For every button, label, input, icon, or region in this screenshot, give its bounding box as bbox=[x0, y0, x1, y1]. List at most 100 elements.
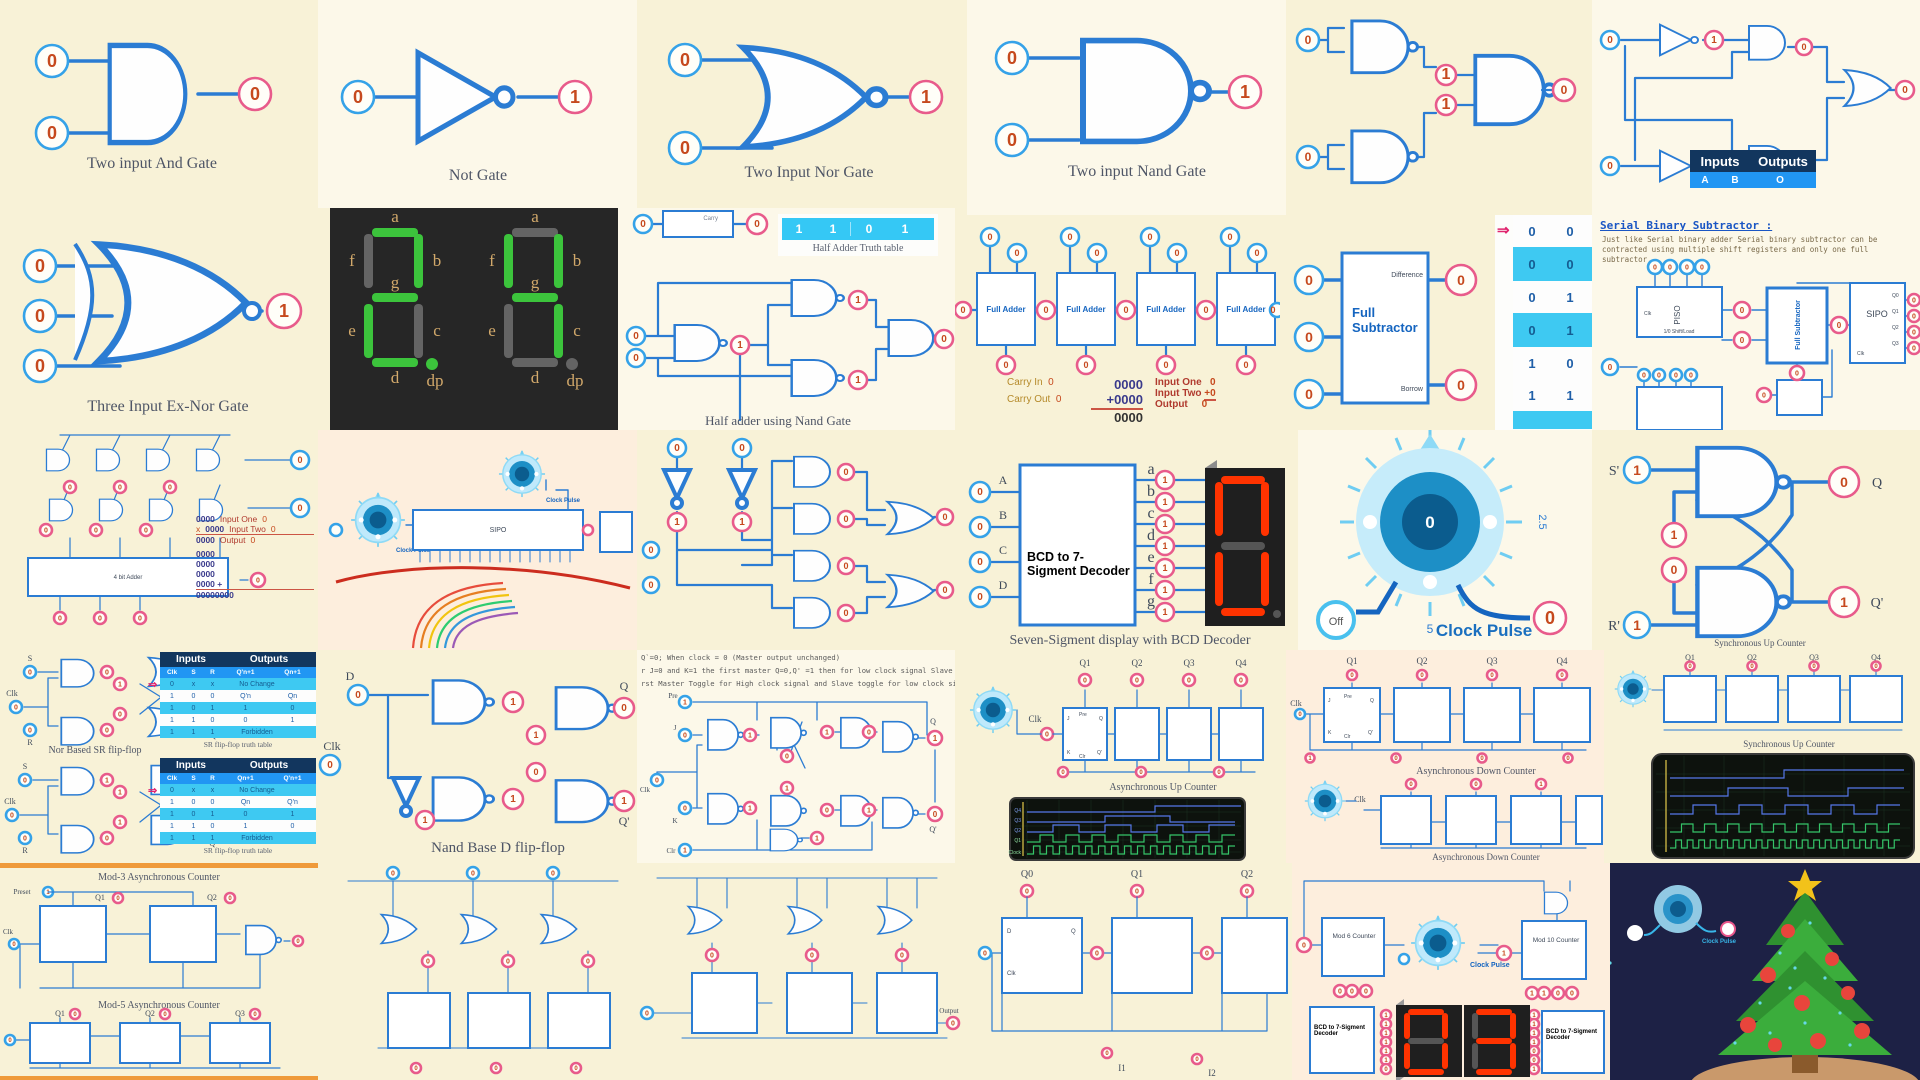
mid-pin: 1 bbox=[737, 340, 743, 351]
out-pin: 0 bbox=[138, 616, 142, 623]
row-arrow: ⇒ bbox=[148, 679, 158, 691]
input-pin: 0 bbox=[1607, 161, 1613, 172]
cross-pin: 0 bbox=[533, 767, 538, 777]
tile-ripple-adder[interactable]: Full Adder Full Adder Full Adder Full Ad… bbox=[955, 215, 1280, 430]
in-label: A bbox=[999, 473, 1008, 487]
in-label: C bbox=[999, 543, 1007, 557]
carry-in-label: Carry In bbox=[1007, 377, 1043, 388]
svg-text:0: 0 bbox=[1227, 232, 1232, 242]
tile-bcd-counter-display[interactable]: 0 Clock Pulse 1 0 0 0 1 1 0 0 1 1 1 1 1 … bbox=[1292, 863, 1610, 1080]
clock-knob[interactable]: Clock Pulse bbox=[1643, 885, 1737, 945]
tile-sr-latch[interactable]: S' R' 1 1 1 0 0 1 Q Q' Synchronous Up Co… bbox=[1592, 430, 1920, 650]
mid-pin: 0 bbox=[1762, 393, 1766, 400]
caption: Half adder using Nand Gate bbox=[705, 413, 851, 428]
tile-counter-circuit-b[interactable]: 0 0 0 0 0 Output bbox=[637, 863, 967, 1080]
oscilloscope bbox=[1009, 797, 1246, 861]
off-label: Off bbox=[1329, 616, 1344, 628]
svg-text:Pre: Pre bbox=[1079, 712, 1087, 718]
svg-text:1: 1 bbox=[1384, 1049, 1388, 1055]
pin bbox=[328, 522, 344, 538]
top-input-pins: 0 0 0 0 0 0 0 0 bbox=[979, 226, 1268, 264]
tile-full-subtractor[interactable]: Difference Borrow 0 0 0 0 0 Full Subtrac… bbox=[1280, 215, 1495, 430]
seg-label-c: c bbox=[573, 321, 581, 340]
q-pin: 0 bbox=[1750, 664, 1754, 670]
d-pin: 0 bbox=[355, 690, 361, 701]
tile-half-adder-nand[interactable]: Carry 0 0 0 0 1 1 1 0 Half adder using N… bbox=[618, 208, 955, 430]
tile-counter-circuit-a[interactable]: 0 0 0 0 0 0 0 0 0 bbox=[318, 863, 637, 1080]
sr-latch-diagram: S' R' 1 1 1 0 0 1 Q Q' Synchronous Up Co… bbox=[1608, 430, 1883, 648]
svg-text:0: 0 bbox=[1338, 989, 1342, 996]
q-pin: 0 bbox=[621, 703, 627, 714]
table-caption: SR flip-flop truth table bbox=[203, 740, 273, 749]
tile-serial-subtractor[interactable]: Serial Binary Subtractor : Just like Ser… bbox=[1592, 215, 1920, 430]
and-out-pin: 0 bbox=[843, 608, 848, 618]
svg-text:0: 0 bbox=[1243, 360, 1248, 370]
q-label: Q1 bbox=[1347, 656, 1358, 666]
output-pin: 0 bbox=[1902, 85, 1908, 96]
tile-nand-network[interactable]: 0 0 1 1 0 bbox=[1286, 0, 1592, 215]
pin: 0 bbox=[426, 959, 430, 966]
input-pin: 0 bbox=[640, 219, 646, 230]
tile-nor-gate[interactable]: 0 0 1 Two Input Nor Gate bbox=[637, 0, 967, 215]
q-pin: 0 bbox=[73, 1012, 77, 1018]
tile-xor-network[interactable]: 0 0 1 1 0 0 0 Inputs Outputs A B O bbox=[1592, 0, 1920, 215]
q-label: Q1 bbox=[55, 1009, 65, 1018]
tile-decoder[interactable]: 0 0 1 1 0 0 0 0 0 0 0 0 bbox=[637, 430, 955, 650]
ms-text-line: Q`=0; When clock = 0 (Master output unch… bbox=[641, 653, 841, 662]
tile-sr-flipflops[interactable]: S Clk R 0 0 0 0 1 0 0 0 1 Q' Q Nor Based… bbox=[0, 650, 318, 863]
tile-bcd-7seg[interactable]: A B C D 0 0 0 0 a b c d e f g 1 1 1 1 1 … bbox=[955, 430, 1298, 650]
clock-knob[interactable] bbox=[1304, 780, 1346, 822]
q-pin: 0 bbox=[253, 1012, 257, 1018]
svg-text:1: 1 bbox=[1532, 1022, 1536, 1028]
seg-pin: 1 bbox=[1162, 563, 1167, 573]
clock-knob[interactable] bbox=[498, 450, 546, 498]
tile-multiplier[interactable]: 0 0 0 0 0 0 0 0 4 bit Adder 0 0 0 0 0000… bbox=[0, 430, 318, 650]
q-pin: 0 bbox=[1474, 782, 1478, 788]
q-label: Q2 bbox=[1132, 658, 1143, 668]
tile-sync-up-counter[interactable]: Q1 Q2 Q3 Q4 0 0 0 0 Synchronous Up Count… bbox=[1604, 650, 1920, 863]
off-badge[interactable] bbox=[1316, 600, 1356, 640]
tile-nand-gate[interactable]: 0 0 1 Two input Nand Gate bbox=[967, 0, 1286, 215]
clock-knob[interactable] bbox=[350, 492, 406, 548]
svg-text:0: 0 bbox=[1083, 360, 1088, 370]
tile-and-gate[interactable]: 0 0 0 Two input And Gate bbox=[0, 0, 318, 208]
svg-text:0: 0 bbox=[1364, 989, 1368, 996]
tile-led-shift-register[interactable]: Clock Pulse Clock Pulse SIPO bbox=[318, 430, 637, 650]
tile-master-slave[interactable]: Q`=0; When clock = 0 (Master output unch… bbox=[637, 650, 955, 863]
tile-seven-segment-display[interactable]: a f b g e c d dp a f b g e c d dp bbox=[330, 208, 618, 430]
pin: 0 bbox=[1566, 756, 1570, 762]
q-label: Q4 bbox=[1236, 658, 1247, 668]
digit-2: a f b g e c d dp bbox=[488, 208, 583, 390]
pin: 0 bbox=[983, 951, 987, 958]
pin bbox=[581, 523, 595, 537]
output-pin: 1 bbox=[921, 87, 931, 107]
hdr: Outputs bbox=[249, 654, 289, 665]
mid-pin: 0 bbox=[867, 730, 871, 737]
clock-knob[interactable] bbox=[969, 686, 1017, 734]
input-pin: 0 bbox=[35, 306, 45, 326]
tile-clock-pulse[interactable]: 0 2.5 5 Off Clock Pulse 0 bbox=[1298, 430, 1592, 650]
tile-exnor-gate[interactable]: 0 0 0 1 Three Input Ex-Nor Gate bbox=[0, 208, 330, 430]
clock-knob[interactable] bbox=[1410, 915, 1466, 971]
tile-mod-counters[interactable]: Mod-3 Asynchronous Counter Preset 1 Q1 Q… bbox=[0, 863, 318, 1080]
digit-1: a f b g e c d dp bbox=[348, 208, 443, 390]
s-label: S bbox=[23, 762, 27, 771]
lights bbox=[1610, 921, 1852, 1047]
pp-row: 0000 bbox=[196, 569, 215, 579]
clock-knob[interactable] bbox=[1614, 670, 1652, 708]
tile-d-flipflop[interactable]: D Clk 0 0 1 1 1 1 0 0 1 Q Q' Nand Base D… bbox=[318, 650, 637, 863]
caption: Synchronous Up Counter bbox=[1714, 638, 1806, 648]
svg-text:K: K bbox=[1328, 730, 1332, 736]
tile-not-gate[interactable]: 0 1 Not Gate bbox=[318, 0, 637, 208]
tile-christmas-tree[interactable]: Clock Pulse bbox=[1610, 863, 1920, 1080]
input-pin: 0 bbox=[35, 256, 45, 276]
sum-line3: 0000 bbox=[1114, 410, 1143, 425]
svg-text:0: 0 bbox=[1556, 991, 1560, 998]
nor-gate-diagram: 0 0 1 Two Input Nor Gate bbox=[667, 42, 944, 181]
